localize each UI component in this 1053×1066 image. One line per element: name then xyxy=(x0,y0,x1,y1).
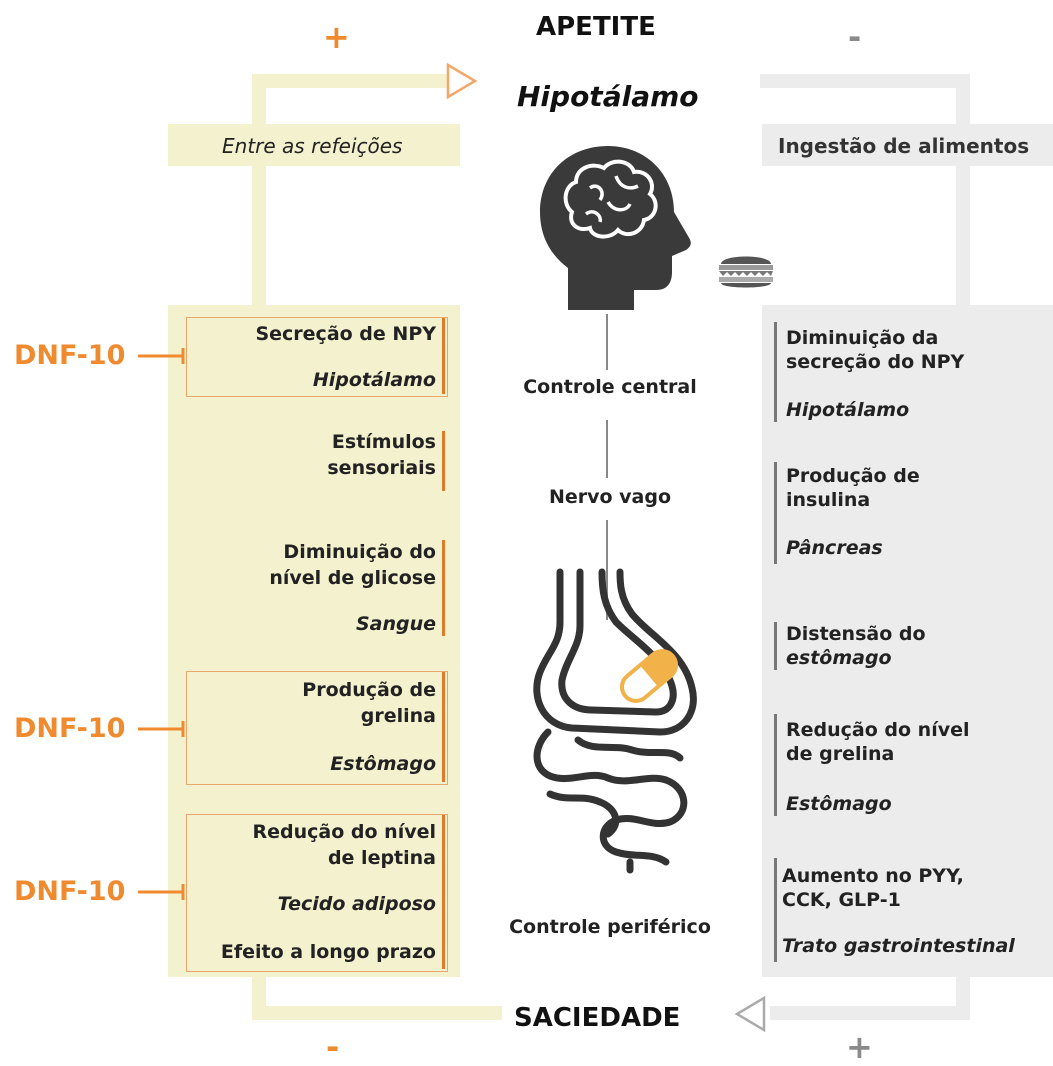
left-item-sensory-bar xyxy=(442,431,445,491)
dnf-target-box-npy xyxy=(186,317,448,397)
right-item-ghrelin-line2: de grelina xyxy=(786,743,895,765)
left-item-sensory-line2: sensoriais xyxy=(327,457,436,479)
appetite-loop-vertical-line xyxy=(252,74,266,314)
right-item-insulin-bar xyxy=(774,462,777,564)
right-item-ghrelin-line1: Redução do nível xyxy=(786,719,970,741)
right-item-pyy-bar xyxy=(774,858,777,962)
dnf-label-npy: DNF-10 xyxy=(14,340,126,371)
right-factors-panel xyxy=(762,305,1053,977)
right-item-insulin-source: Pâncreas xyxy=(786,537,883,559)
digestive-system-icon xyxy=(533,568,697,874)
left-item-npy-bar xyxy=(442,318,445,394)
right-item-pyy-line1: Aumento no PYY, xyxy=(782,865,964,887)
left-item-leptin-extra: Efeito a longo prazo xyxy=(220,941,436,963)
left-item-leptin-line2: de leptina xyxy=(327,847,436,869)
dnf-target-box-leptin xyxy=(186,814,448,972)
left-header-label: Entre as refeições xyxy=(222,134,403,158)
vagus-nerve-label: Nervo vago xyxy=(548,486,672,508)
minus-sign-left: - xyxy=(326,1028,340,1066)
right-item-pyy-line2: CCK, GLP-1 xyxy=(782,889,901,911)
right-item-npy-bar xyxy=(774,322,777,422)
right-item-npy-line2: secreção do NPY xyxy=(786,351,965,373)
left-item-npy-source: Hipotálamo xyxy=(312,369,436,391)
right-item-npy-source: Hipotálamo xyxy=(786,399,910,421)
dnf-label-ghrelin: DNF-10 xyxy=(14,713,126,744)
appetite-loop-top-line xyxy=(252,74,447,88)
left-item-ghrelin-source: Estômago xyxy=(330,753,436,775)
left-item-ghrelin-line1: Produção de xyxy=(302,679,436,701)
satiety-title: SACIEDADE xyxy=(514,1003,681,1033)
left-item-leptin-line1: Redução do nível xyxy=(252,821,437,843)
center-line-mid xyxy=(606,420,608,478)
satiety-loop-bottom-line-right xyxy=(770,1006,970,1020)
plus-sign-right: + xyxy=(846,1028,873,1066)
right-item-distension-line1: Distensão do xyxy=(786,623,926,645)
dnf-connector-npy xyxy=(138,348,185,364)
center-line-bottom xyxy=(606,520,608,620)
right-item-pyy-source: Trato gastrointestinal xyxy=(782,935,1015,957)
right-header-band xyxy=(762,124,1053,166)
hypothalamus-title: Hipotálamo xyxy=(517,80,699,113)
central-control-label: Controle central xyxy=(523,376,697,398)
minus-sign-right: - xyxy=(848,18,862,56)
left-item-glucose-line2: nível de glicose xyxy=(269,567,436,589)
left-item-sensory-line1: Estímulos xyxy=(331,431,436,453)
left-item-glucose-source: Sangue xyxy=(355,613,436,635)
satiety-loop-bottom-line-left xyxy=(252,1006,502,1020)
dnf-target-box-ghrelin xyxy=(186,671,448,785)
right-item-insulin-line1: Produção de xyxy=(786,465,920,487)
right-item-distension-line2: estômago xyxy=(786,647,892,669)
left-item-ghrelin-bar xyxy=(442,672,445,782)
left-factors-panel xyxy=(168,305,460,977)
head-brain-icon xyxy=(540,146,691,310)
peripheral-control-label: Controle periférico xyxy=(509,916,711,938)
left-item-leptin-bar xyxy=(442,815,445,969)
left-item-glucose-bar xyxy=(442,540,445,636)
sandwich-icon xyxy=(719,256,773,288)
right-item-npy-line1: Diminuição da xyxy=(786,327,939,349)
right-item-distension-bar xyxy=(774,622,777,670)
left-item-ghrelin-line2: grelina xyxy=(360,705,436,727)
right-header-label: Ingestão de alimentos xyxy=(778,134,1030,158)
right-item-insulin-line2: insulina xyxy=(786,489,871,511)
pill-icon xyxy=(619,649,679,703)
appetite-arrow-icon xyxy=(446,62,478,100)
left-item-leptin-source: Tecido adiposo xyxy=(277,893,436,915)
right-item-ghrelin-bar xyxy=(774,714,777,816)
left-header-band xyxy=(168,124,460,166)
satiety-arrow-icon xyxy=(734,995,766,1033)
dnf-connector-leptin xyxy=(138,884,185,900)
right-item-ghrelin-source: Estômago xyxy=(786,793,892,815)
appetite-loop-vertical-line-right xyxy=(956,74,970,314)
dnf-connector-ghrelin xyxy=(138,721,185,737)
appetite-loop-top-line-right xyxy=(760,74,970,88)
plus-sign-left: + xyxy=(323,18,350,56)
center-line-top xyxy=(606,314,608,370)
left-item-glucose-line1: Diminuição do xyxy=(283,541,436,563)
appetite-title: APETITE xyxy=(536,12,656,42)
left-item-npy-label: Secreção de NPY xyxy=(255,323,436,345)
dnf-label-leptin: DNF-10 xyxy=(14,876,126,907)
